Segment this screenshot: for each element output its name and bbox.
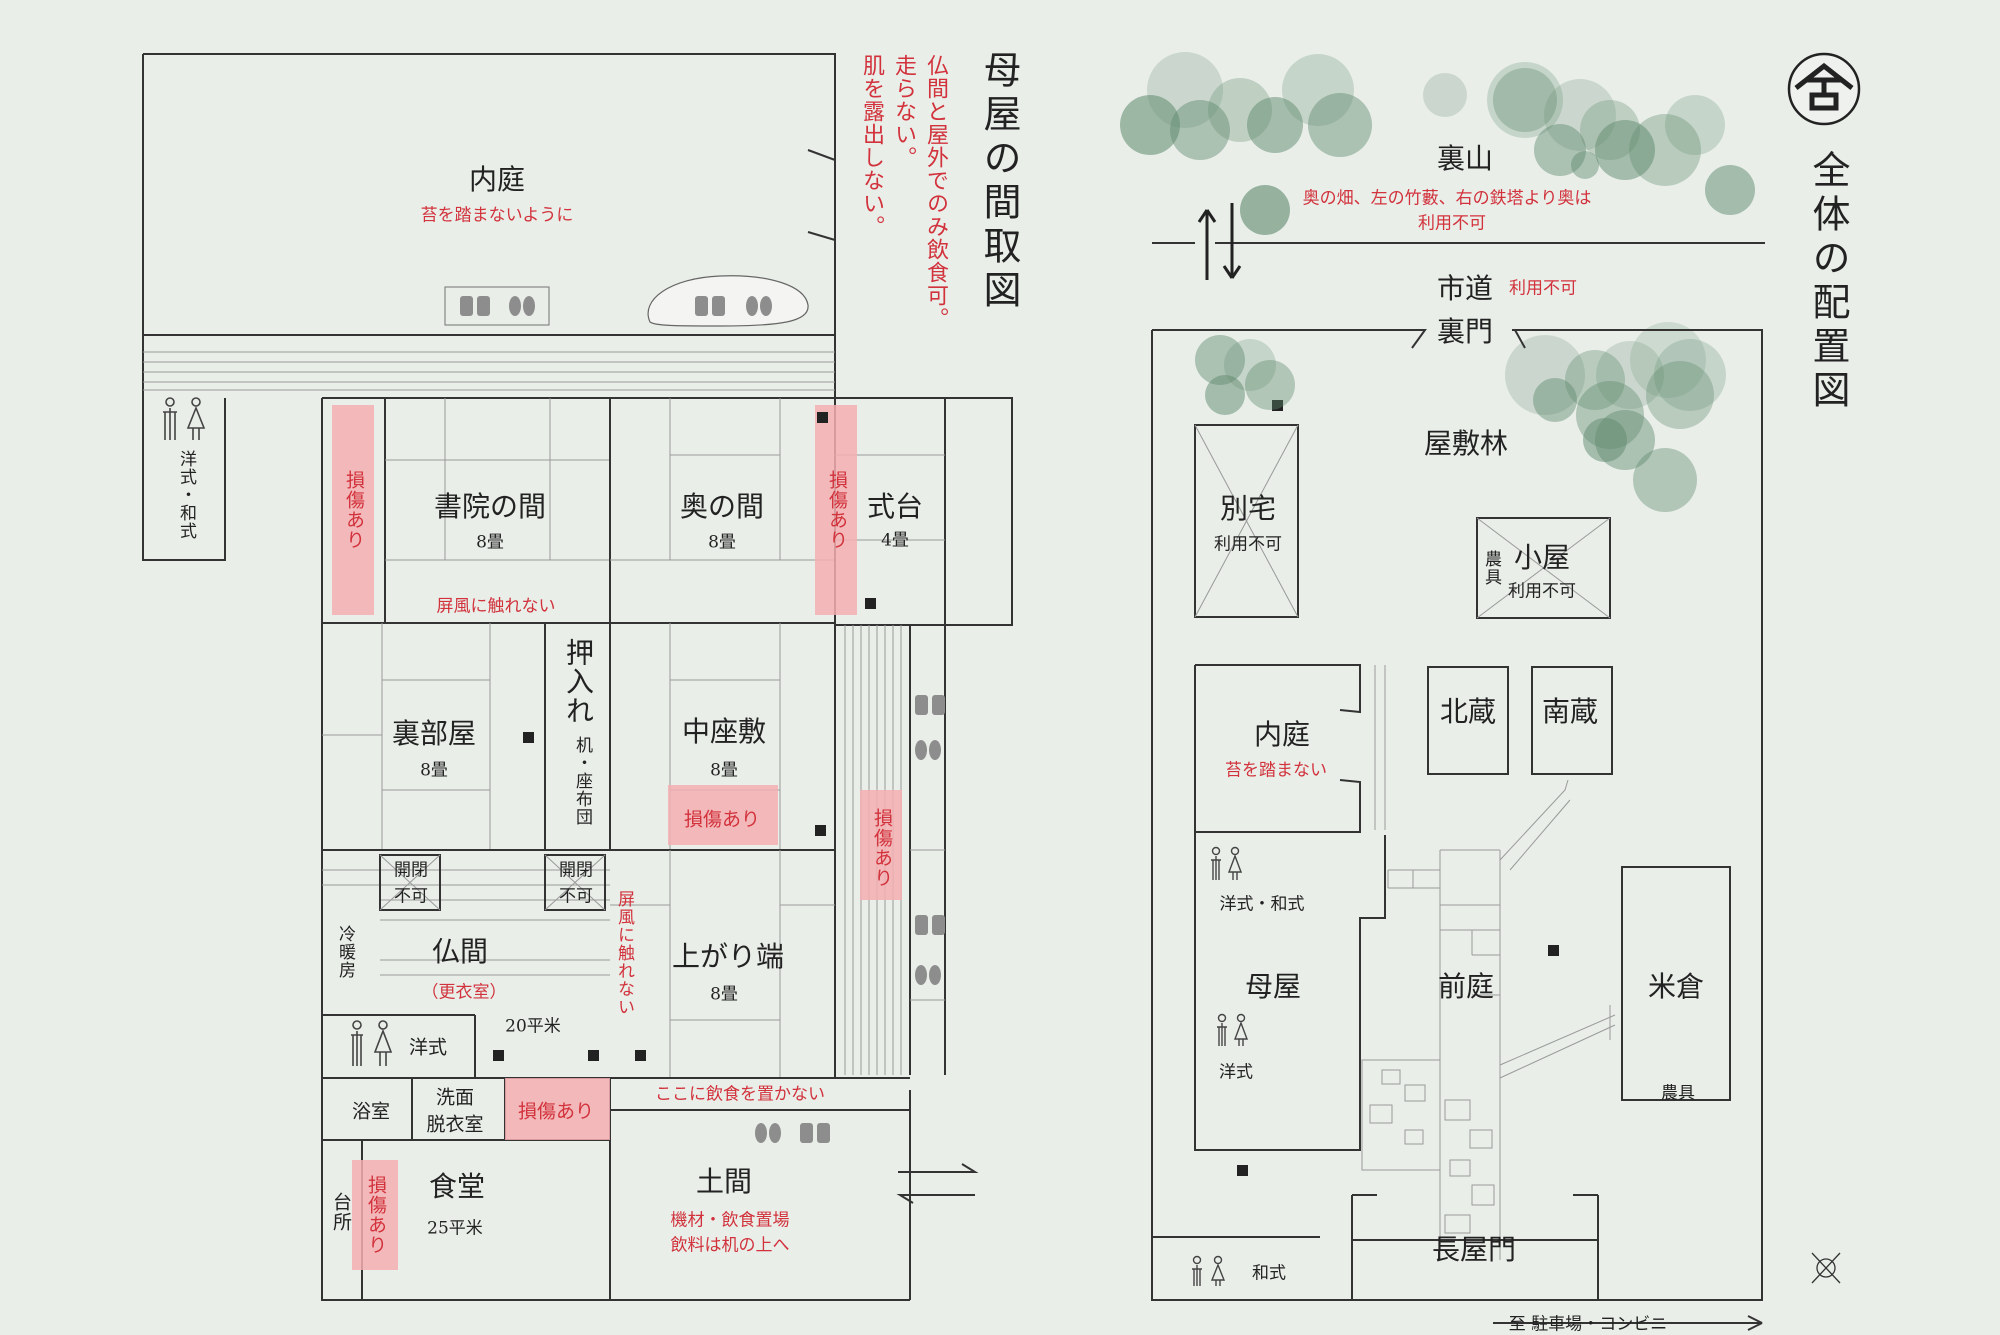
betsutaku-label: 別宅 xyxy=(1219,492,1277,525)
yashikirin-label: 屋敷林 xyxy=(1423,427,1509,460)
komegura-label: 米倉 xyxy=(1647,970,1705,1003)
doma-label: 土間 xyxy=(695,1165,753,1198)
direction-parking-label: 至 駐車場・コンビニ xyxy=(1508,1314,1668,1335)
corridor-toilet-label: 洋式・和式 xyxy=(176,450,196,540)
site-naitei-label: 内庭 xyxy=(1253,718,1311,751)
site-naitei-note: 苔を踏まない xyxy=(1225,760,1327,781)
w-toilet-label: 洋式 xyxy=(408,1036,448,1059)
butsuma-size: 20平米 xyxy=(505,1016,561,1037)
oku-size: 8畳 xyxy=(708,532,736,553)
rule-note-2: 走らない。 xyxy=(891,54,916,169)
butsuma-aircon: 冷暖房 xyxy=(335,925,355,979)
site-toilet-label: 洋式・和式 xyxy=(1219,894,1305,915)
no-open-1-line1: 開閉 xyxy=(394,860,428,881)
naitei-label: 内庭 xyxy=(468,163,526,196)
urabeya-label: 裏部屋 xyxy=(391,717,477,750)
agari-label: 上がり端 xyxy=(671,940,785,973)
doma-note-2: 飲料は机の上へ xyxy=(670,1235,790,1256)
byobu-note: 屏風に触れない xyxy=(614,890,634,1016)
no-food-note: ここに飲食を置かない xyxy=(655,1084,825,1105)
damage-label-senmen: 損傷あり xyxy=(517,1100,595,1123)
urabeya-size: 8畳 xyxy=(420,760,448,781)
daidokoro-label: 台所 xyxy=(330,1192,352,1232)
ichimichi-note: 利用不可 xyxy=(1509,278,1577,299)
naitei-note: 苔を踏まないように xyxy=(420,205,574,226)
site-washiki-label: 和式 xyxy=(1252,1263,1286,1284)
uramon-label: 裏門 xyxy=(1436,315,1494,348)
senmen-label: 洗面 xyxy=(435,1086,475,1109)
agari-size: 8畳 xyxy=(710,984,738,1005)
shokudo-label: 食堂 xyxy=(428,1170,486,1203)
oshiire-sub: 机・座布団 xyxy=(572,736,592,826)
shoin-label: 書院の間 xyxy=(433,490,547,523)
shokudo-size: 25平米 xyxy=(427,1218,483,1239)
maeniwa-label: 前庭 xyxy=(1437,970,1495,1003)
site-omoya-label: 母屋 xyxy=(1244,970,1302,1003)
no-open-1-line2: 不可 xyxy=(394,886,428,907)
damage-label-engawa: 損傷あり xyxy=(871,808,893,888)
rule-note-3: 肌を露出しない。 xyxy=(859,54,884,238)
damage-label-oku: 損傷あり xyxy=(826,470,848,550)
urayama-note-2: 利用不可 xyxy=(1418,213,1486,234)
koya-label: 小屋 xyxy=(1513,541,1571,574)
doma-note-1: 機材・飲食置場 xyxy=(670,1210,790,1231)
betsutaku-note: 利用不可 xyxy=(1214,534,1282,555)
damage-label-shoin: 損傷あり xyxy=(343,470,365,550)
damage-label-daidokoro: 損傷あり xyxy=(365,1175,387,1255)
nakazashiki-size: 8畳 xyxy=(710,760,738,781)
oshiire-label: 押入れ xyxy=(562,638,595,725)
site-omoya-sub: 洋式 xyxy=(1219,1062,1253,1083)
right-title: 全体の配置図 xyxy=(1806,150,1850,414)
left-title: 母屋の間取図 xyxy=(977,50,1021,314)
damage-label-nakazashiki: 損傷あり xyxy=(683,808,761,831)
shikidai-size: 4畳 xyxy=(881,530,909,551)
komegura-note: 農具 xyxy=(1661,1083,1695,1104)
senmen-sub: 脱衣室 xyxy=(426,1113,484,1136)
koya-note: 利用不可 xyxy=(1508,581,1576,602)
koya-side: 農具 xyxy=(1481,550,1501,586)
kitagura-label: 北蔵 xyxy=(1439,695,1497,728)
urayama-note-1: 奥の畑、左の竹藪、右の鉄塔より奥は xyxy=(1302,188,1592,209)
no-open-2-line2: 不可 xyxy=(559,886,593,907)
nagayamon-label: 長屋門 xyxy=(1431,1233,1517,1266)
minamigura-label: 南蔵 xyxy=(1541,695,1599,728)
urayama-label: 裏山 xyxy=(1436,142,1494,175)
shikidai-label: 式台 xyxy=(866,490,924,523)
shoin-note: 屏風に触れない xyxy=(436,596,556,617)
butsuma-sub: （更衣室） xyxy=(421,982,507,1003)
shoin-size: 8畳 xyxy=(476,532,504,553)
no-open-2-line1: 開閉 xyxy=(559,860,593,881)
butsuma-label: 仏間 xyxy=(431,935,489,968)
yokushitsu-label: 浴室 xyxy=(351,1100,391,1123)
ichimichi-label: 市道 xyxy=(1436,272,1494,305)
nakazashiki-label: 中座敷 xyxy=(681,715,767,748)
oku-label: 奥の間 xyxy=(679,490,765,523)
rule-note-1: 仏間と屋外でのみ飲食可。 xyxy=(923,54,948,330)
